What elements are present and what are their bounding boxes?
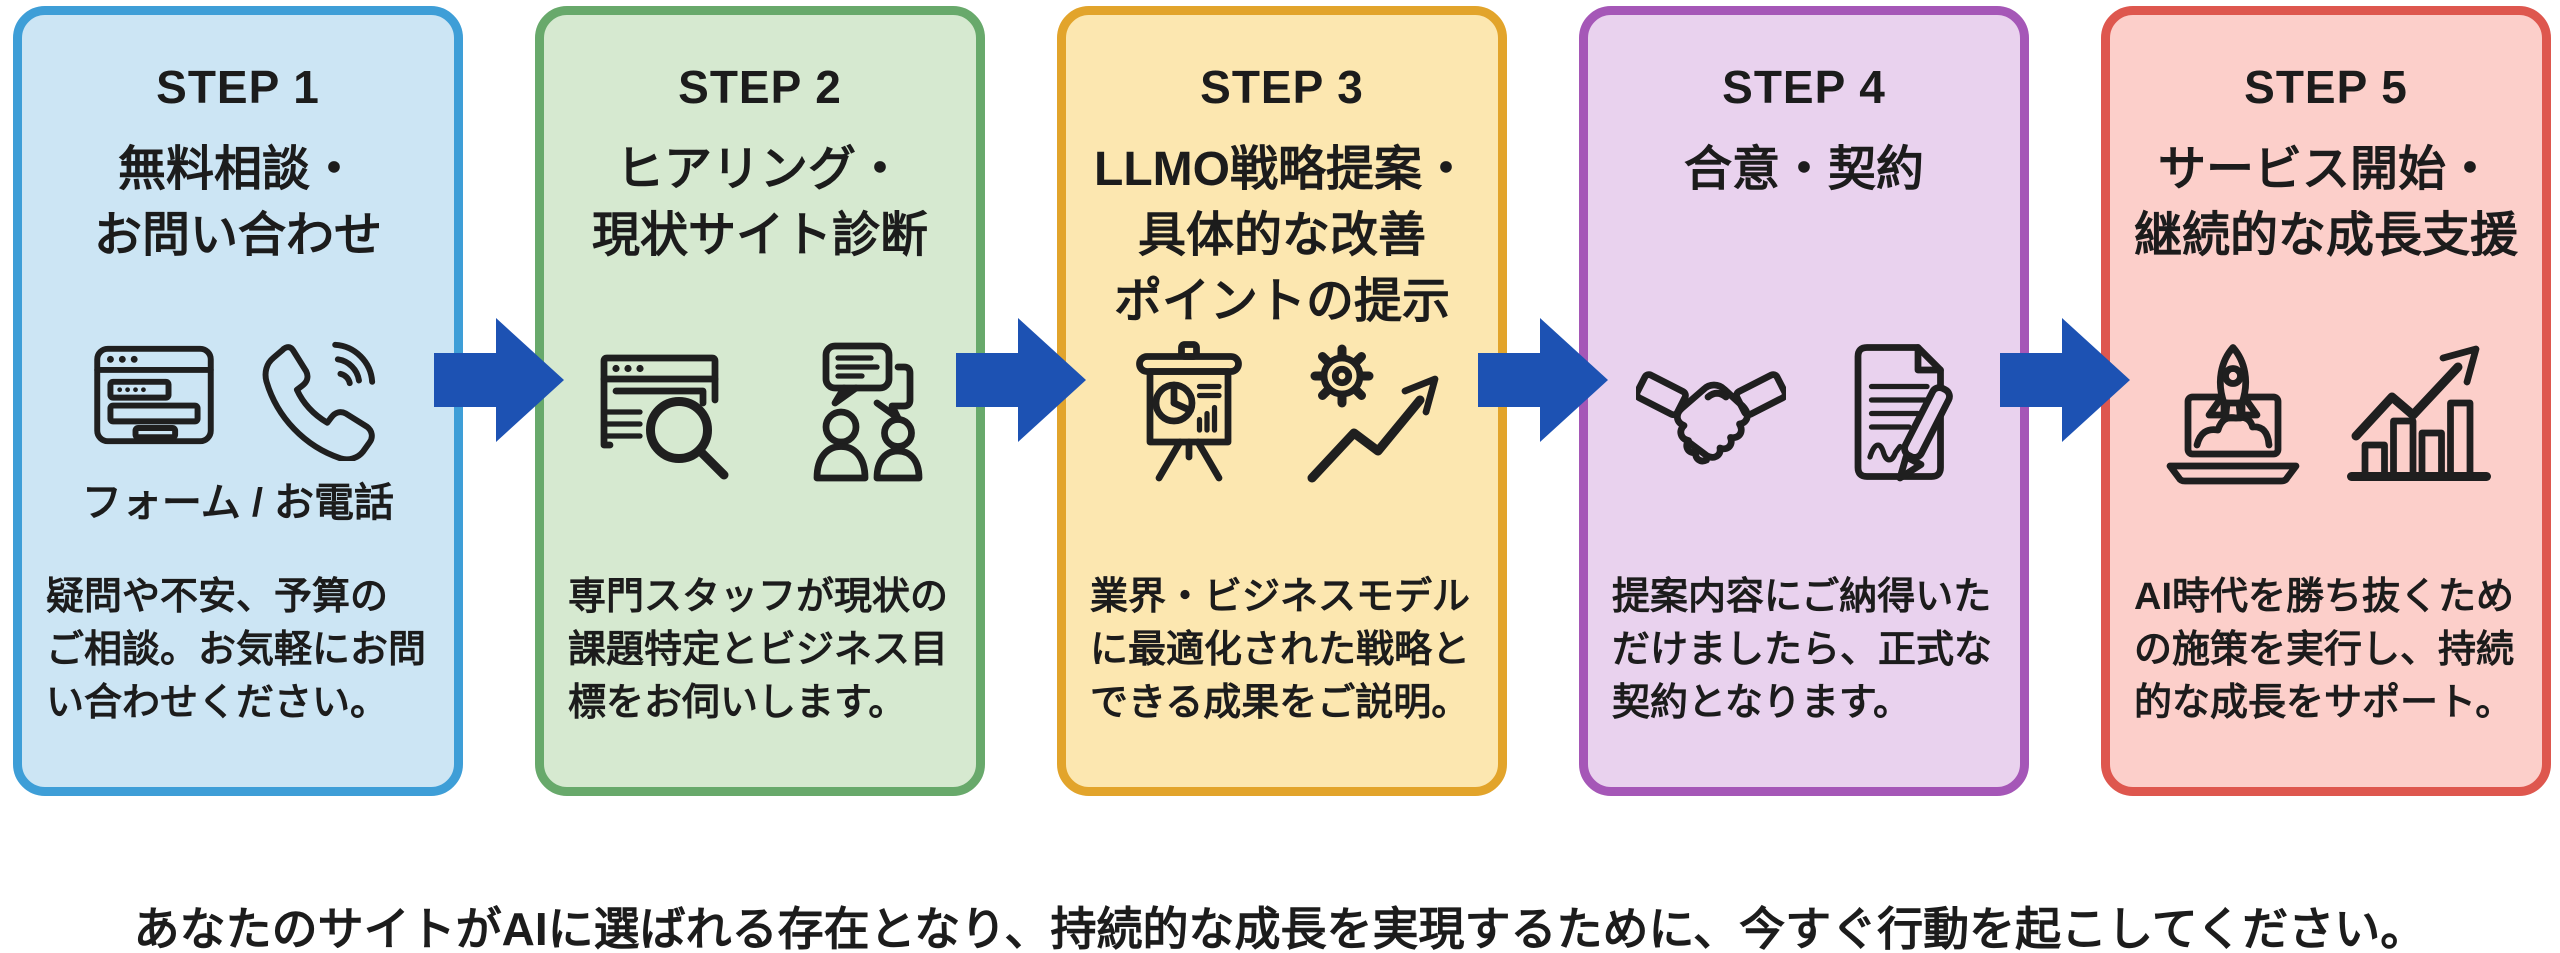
step-card-5: STEP 5 サービス開始・継続的な成長支援 AI時代を勝ち抜くための施策を実行… bbox=[2101, 6, 2551, 796]
step-heading-line: 無料相談・ bbox=[117, 143, 358, 196]
step-description: 業界・ビジネスモデルに最適化された戦略とできる成果をご説明。 bbox=[1090, 571, 1480, 730]
step-description-line: い合わせください。 bbox=[46, 682, 389, 724]
step-description-line: 契約となります。 bbox=[1612, 682, 1912, 724]
step-title: STEP 5 bbox=[2244, 61, 2408, 113]
arrow-right-icon bbox=[956, 318, 1086, 442]
step-card-1: STEP 1 無料相談・お問い合わせ フォーム / お電話 疑問や不安、予算のご… bbox=[13, 6, 463, 796]
step-heading: 無料相談・お問い合わせ bbox=[22, 137, 454, 269]
step-description: 専門スタッフが現状の課題特定とビジネス目標をお伺いします。 bbox=[568, 571, 958, 730]
step-description-line: 疑問や不安、予算の bbox=[46, 576, 389, 618]
contract-icon bbox=[1822, 340, 1972, 490]
step-heading-line: 具体的な改善 bbox=[1137, 209, 1426, 262]
step-caption: フォーム / お電話 bbox=[81, 481, 395, 525]
step-heading: サービス開始・継続的な成長支援 bbox=[2110, 137, 2542, 269]
step-description-line: だけましたら、正式な bbox=[1612, 629, 1993, 671]
step-description-line: 専門スタッフが現状の bbox=[568, 576, 949, 618]
step-description-line: 提案内容にご納得いた bbox=[1612, 576, 1992, 618]
interview-icon bbox=[778, 340, 928, 490]
step-description-line: の施策を実行し、持続 bbox=[2134, 629, 2515, 671]
step-icons bbox=[1588, 330, 2020, 500]
step-heading-line: LLMO戦略提案・ bbox=[1094, 143, 1470, 196]
step-heading-line: お問い合わせ bbox=[93, 209, 382, 262]
step-description-line: に最適化された戦略と bbox=[1090, 629, 1471, 671]
step-description-line: ご相談。お気軽にお問 bbox=[46, 629, 427, 671]
step-description: 提案内容にご納得いただけましたら、正式な契約となります。 bbox=[1612, 571, 2002, 730]
step-description-line: 標をお伺いします。 bbox=[568, 682, 907, 724]
step-heading-line: 継続的な成長支援 bbox=[2133, 209, 2518, 262]
step-card-3: STEP 3 LLMO戦略提案・具体的な改善ポイントの提示 業界・ビジネスモデル… bbox=[1057, 6, 1507, 796]
handshake-icon bbox=[1636, 340, 1786, 490]
step-card-4: STEP 4 合意・契約 提案内容にご納得いただけましたら、正式な契約となります… bbox=[1579, 6, 2029, 796]
step-icons bbox=[2110, 330, 2542, 500]
step-title: STEP 1 bbox=[156, 61, 320, 113]
step-heading: ヒアリング・現状サイト診断 bbox=[544, 137, 976, 269]
step-title: STEP 3 bbox=[1200, 61, 1364, 113]
step-description-line: できる成果をご説明。 bbox=[1090, 682, 1470, 724]
step-description: 疑問や不安、予算のご相談。お気軽にお問い合わせください。 bbox=[46, 571, 436, 730]
arrow-right-icon bbox=[2000, 318, 2130, 442]
tagline: あなたのサイトがAIに選ばれる存在となり、持続的な成長を実現するために、今すぐ行… bbox=[133, 903, 2427, 953]
step-card-2: STEP 2 ヒアリング・現状サイト診断 専門スタッフが現状の課題特定とビジネス… bbox=[535, 6, 985, 796]
launch-icon bbox=[2158, 340, 2308, 490]
step-description-line: AI時代を勝ち抜くため bbox=[2134, 576, 2515, 618]
strategy-icon bbox=[1300, 340, 1450, 490]
step-title: STEP 2 bbox=[678, 61, 842, 113]
step-description-line: 課題特定とビジネス目 bbox=[568, 629, 949, 671]
arrow-right-icon bbox=[434, 318, 564, 442]
step-icons bbox=[544, 330, 976, 500]
step-title: STEP 4 bbox=[1722, 61, 1886, 113]
presentation-icon bbox=[1114, 340, 1264, 490]
form-icon bbox=[88, 329, 220, 461]
step-heading-line: ヒアリング・ bbox=[615, 143, 904, 196]
step-heading: LLMO戦略提案・具体的な改善ポイントの提示 bbox=[1066, 137, 1498, 335]
step-heading-line: 現状サイト診断 bbox=[591, 209, 928, 262]
step-heading-line: 合意・契約 bbox=[1683, 143, 1924, 196]
step-heading: 合意・契約 bbox=[1588, 137, 2020, 203]
step-heading-line: ポイントの提示 bbox=[1113, 275, 1450, 328]
site-audit-icon bbox=[592, 340, 742, 490]
step-heading-line: サービス開始・ bbox=[2157, 143, 2494, 196]
phone-icon bbox=[256, 329, 388, 461]
step-icons bbox=[22, 320, 454, 470]
step-icons bbox=[1066, 330, 1498, 500]
step-description: AI時代を勝ち抜くための施策を実行し、持続的な成長をサポート。 bbox=[2134, 571, 2524, 730]
growth-icon bbox=[2344, 340, 2494, 490]
step-description-line: 的な成長をサポート。 bbox=[2134, 682, 2514, 724]
step-description-line: 業界・ビジネスモデル bbox=[1090, 576, 1471, 618]
arrow-right-icon bbox=[1478, 318, 1608, 442]
